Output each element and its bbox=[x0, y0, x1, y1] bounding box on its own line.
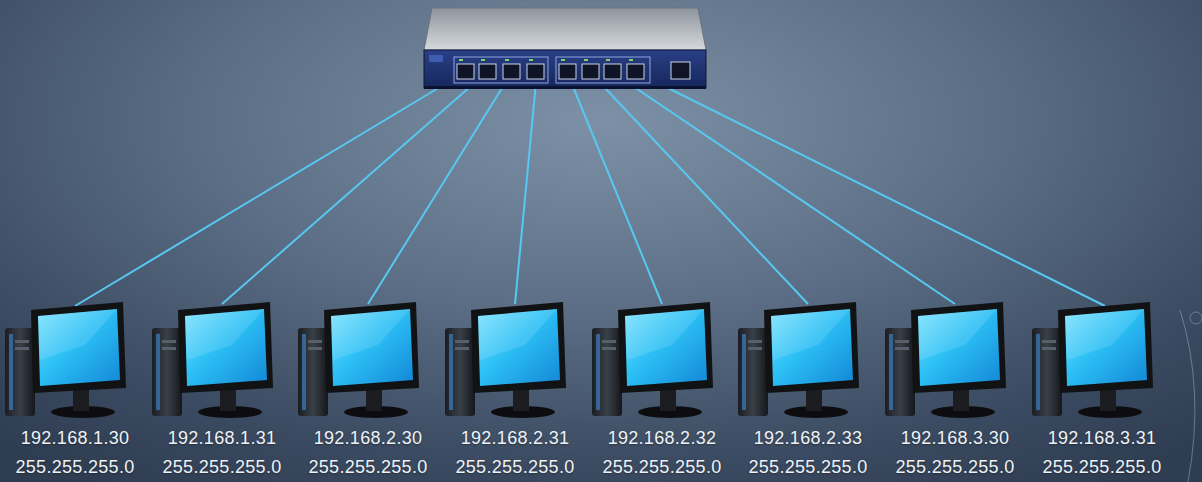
ip-address: 192.168.1.30 bbox=[21, 424, 130, 453]
computer-icon bbox=[592, 302, 713, 418]
ip-address: 192.168.2.32 bbox=[608, 424, 717, 453]
computer-icon bbox=[738, 302, 859, 418]
ip-address: 192.168.2.31 bbox=[461, 424, 570, 453]
computer-icon bbox=[152, 302, 273, 418]
cable bbox=[612, 72, 955, 304]
subnet-mask: 255.255.255.0 bbox=[162, 453, 281, 482]
subnet-mask: 255.255.255.0 bbox=[1042, 453, 1161, 482]
ip-address: 192.168.2.33 bbox=[754, 424, 863, 453]
cable bbox=[567, 72, 662, 304]
computer-icon bbox=[445, 302, 566, 418]
subnet-mask: 255.255.255.0 bbox=[15, 453, 134, 482]
cable bbox=[75, 72, 465, 306]
computer-icon bbox=[885, 302, 1006, 418]
subnet-mask: 255.255.255.0 bbox=[602, 453, 721, 482]
computer-icon bbox=[5, 302, 126, 418]
subnet-mask: 255.255.255.0 bbox=[308, 453, 427, 482]
subnet-mask: 255.255.255.0 bbox=[895, 453, 1014, 482]
ip-address: 192.168.3.30 bbox=[901, 424, 1010, 453]
decor-ring bbox=[1190, 312, 1202, 324]
subnet-mask: 255.255.255.0 bbox=[455, 453, 574, 482]
cable bbox=[590, 72, 808, 304]
computer-node: 192.168.2.31255.255.255.0 bbox=[452, 300, 578, 482]
computer-icon bbox=[298, 302, 419, 418]
cable bbox=[515, 72, 537, 304]
computer-node: 192.168.1.31255.255.255.0 bbox=[159, 300, 285, 482]
network-cables bbox=[75, 72, 1105, 306]
subnet-mask: 255.255.255.0 bbox=[748, 453, 867, 482]
ip-address: 192.168.3.31 bbox=[1048, 424, 1157, 453]
network-switch bbox=[424, 8, 706, 89]
cable bbox=[636, 72, 1105, 306]
computer-node: 192.168.1.30255.255.255.0 bbox=[12, 300, 138, 482]
cable bbox=[222, 72, 487, 304]
computer-icon bbox=[1032, 302, 1153, 418]
computer-node: 192.168.3.30255.255.255.0 bbox=[892, 300, 1018, 482]
computer-node: 192.168.2.33255.255.255.0 bbox=[745, 300, 871, 482]
ip-address: 192.168.1.31 bbox=[168, 424, 277, 453]
computer-node: 192.168.2.32255.255.255.0 bbox=[599, 300, 725, 482]
computer-node: 192.168.3.31255.255.255.0 bbox=[1039, 300, 1165, 482]
cable bbox=[368, 72, 512, 304]
decor-arc bbox=[1180, 310, 1195, 482]
computers bbox=[5, 302, 1153, 418]
ip-address: 192.168.2.30 bbox=[314, 424, 423, 453]
computer-node: 192.168.2.30255.255.255.0 bbox=[305, 300, 431, 482]
